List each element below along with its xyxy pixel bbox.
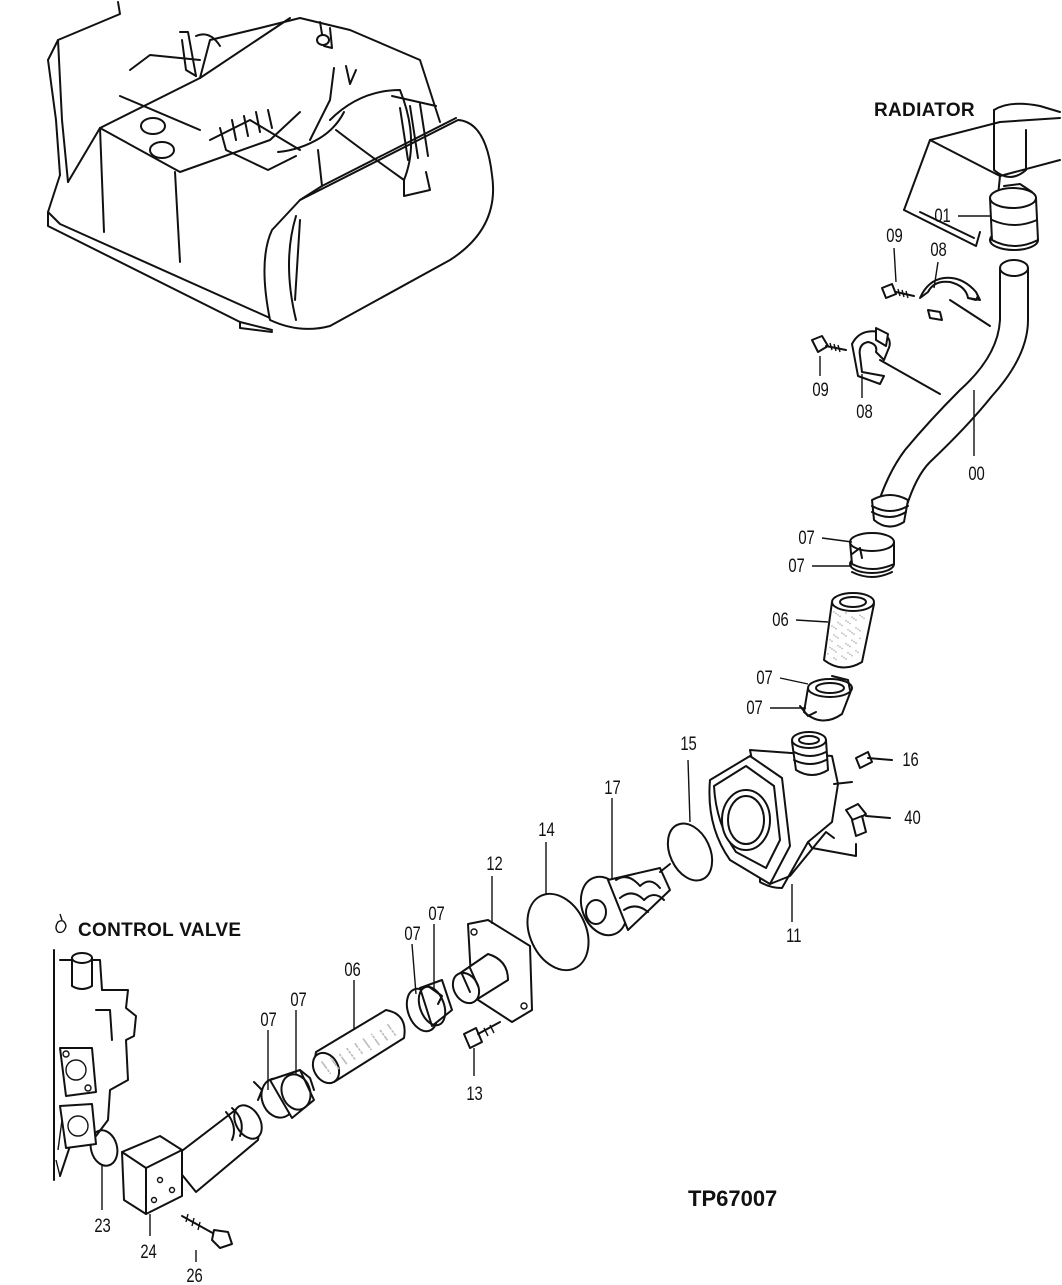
part-label-00: 00 xyxy=(968,463,984,484)
part-label-09-lower: 09 xyxy=(812,379,828,400)
part-26-bolt xyxy=(181,1213,233,1249)
part-label-08-upper: 08 xyxy=(930,239,946,260)
part-label-06-upper: 06 xyxy=(772,609,788,630)
part-15-o-ring xyxy=(666,822,714,882)
part-07-clamp-middle xyxy=(799,675,853,722)
part-label-08-lower: 08 xyxy=(856,401,872,422)
part-17-thermostat xyxy=(579,863,671,937)
part-07-clamp-lower-left xyxy=(253,1069,315,1119)
part-07-clamp-upper-a xyxy=(849,532,895,578)
control-valve-label: CONTROL VALVE xyxy=(78,920,241,941)
part-08-clamp-upper xyxy=(919,276,991,327)
part-label-40: 40 xyxy=(904,807,920,828)
part-14-gasket xyxy=(526,892,590,972)
part-label-07-d: 07 xyxy=(746,697,762,718)
leader-lines xyxy=(101,215,990,1262)
part-label-09-upper: 09 xyxy=(886,225,902,246)
part-label-17: 17 xyxy=(604,777,620,798)
part-label-07-g: 07 xyxy=(290,989,306,1010)
control-valve-illustration xyxy=(53,949,137,1181)
part-11-housing xyxy=(708,731,857,889)
part-label-07-h: 07 xyxy=(260,1009,276,1030)
part-06-sleeve-upper xyxy=(823,592,875,669)
radiator-label: RADIATOR xyxy=(874,100,975,121)
part-01-clamp xyxy=(989,183,1039,251)
part-label-13: 13 xyxy=(466,1083,482,1104)
diagram-labels: RADIATOR 01 09 08 09 08 00 07 07 06 07 0… xyxy=(55,100,985,1285)
part-label-26: 26 xyxy=(186,1265,202,1285)
part-09-bolt-upper xyxy=(881,283,915,299)
part-label-12: 12 xyxy=(486,853,502,874)
part-08-clamp-lower xyxy=(851,327,941,395)
part-label-07-b: 07 xyxy=(788,555,804,576)
radiator-outline xyxy=(903,102,1061,247)
part-16-plug xyxy=(855,751,893,769)
part-label-07-f: 07 xyxy=(404,923,420,944)
part-label-01: 01 xyxy=(934,205,950,226)
part-09-bolt-lower xyxy=(811,335,847,353)
part-label-07-e: 07 xyxy=(428,903,444,924)
part-label-23: 23 xyxy=(94,1215,110,1236)
part-label-11: 11 xyxy=(786,925,801,946)
part-label-15: 15 xyxy=(680,733,696,754)
figure-code: TP67007 xyxy=(688,1186,777,1211)
part-label-06-lower: 06 xyxy=(344,959,360,980)
machine-body-illustration xyxy=(47,1,494,333)
part-label-16: 16 xyxy=(902,749,918,770)
part-12-flange xyxy=(451,919,533,1023)
part-label-07-a: 07 xyxy=(798,527,814,548)
part-06-sleeve-lower xyxy=(311,1009,406,1085)
part-07-clamp-lower-right xyxy=(405,979,453,1033)
part-label-24: 24 xyxy=(140,1241,156,1262)
part-label-07-c: 07 xyxy=(756,667,772,688)
part-24-block-pipe xyxy=(121,1104,263,1215)
part-label-14: 14 xyxy=(538,819,554,840)
part-00-hose xyxy=(871,259,1029,528)
part-40-bolt xyxy=(845,803,891,837)
part-13-bolt xyxy=(463,1021,501,1049)
control-valve-marker-icon xyxy=(55,913,67,934)
